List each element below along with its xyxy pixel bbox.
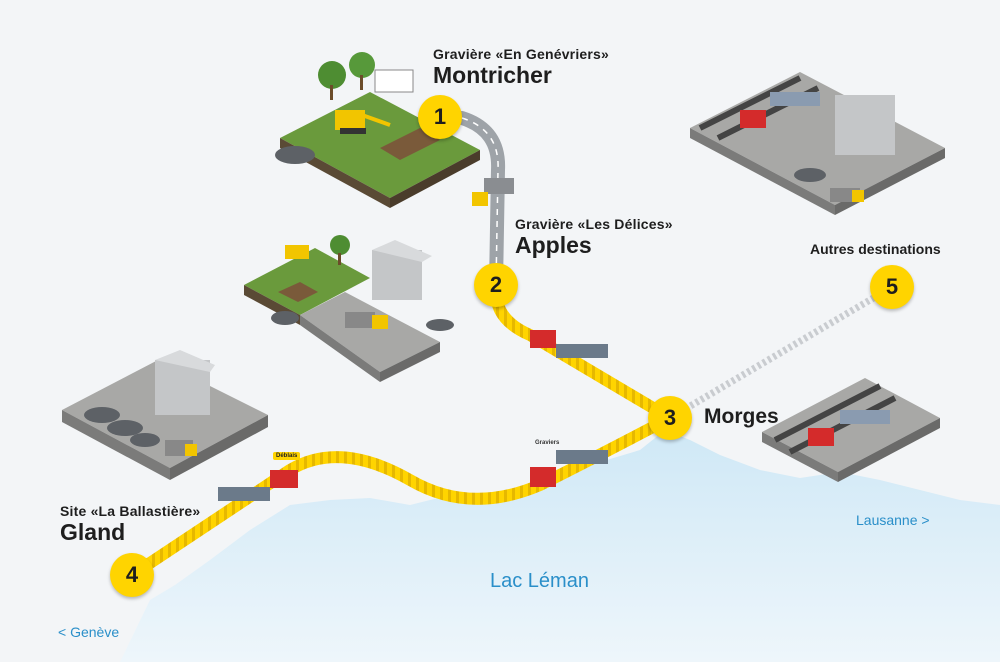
- cargo-tag-deblais: Déblais: [273, 452, 301, 460]
- route-morges-other: [668, 283, 894, 422]
- train-deblais: [218, 470, 298, 501]
- lake-leman: [120, 430, 1000, 662]
- terminal-top-right: [690, 72, 945, 215]
- truck-on-road: [472, 178, 514, 206]
- station-name: Montricher: [433, 62, 552, 88]
- lake-label: Lac Léman: [490, 570, 589, 592]
- station-name: Gland: [60, 519, 126, 545]
- station-badge-3[interactable]: 3: [648, 396, 692, 440]
- station-badge-4[interactable]: 4: [110, 553, 154, 597]
- direction-lausanne-link[interactable]: Lausanne >: [856, 512, 930, 528]
- station-label-morges: Morges: [704, 405, 779, 428]
- montricher-quarry: [275, 52, 480, 208]
- station-label-gland: Site «La Ballastière» Gland: [60, 503, 200, 545]
- station-subtitle: Gravière «En Genévriers»: [433, 46, 610, 62]
- station-label-apples: Gravière «Les Délices» Apples: [515, 216, 673, 258]
- gland-site: [62, 350, 268, 480]
- station-subtitle: Gravière «Les Délices»: [515, 216, 673, 232]
- cargo-tag-graviers: Graviers: [535, 440, 560, 446]
- station-badge-2[interactable]: 2: [474, 263, 518, 307]
- train-apples-morges: [530, 330, 608, 358]
- station-badge-5[interactable]: 5: [870, 265, 914, 309]
- station-badge-1[interactable]: 1: [418, 95, 462, 139]
- station-subtitle: Site «La Ballastière»: [60, 503, 201, 519]
- train-graviers: [530, 450, 608, 487]
- direction-geneve-link[interactable]: < Genève: [58, 624, 120, 640]
- station-label-montricher: Gravière «En Genévriers» Montricher: [433, 46, 609, 88]
- station-name: Apples: [515, 232, 592, 258]
- station-label-other: Autres destinations: [810, 241, 941, 257]
- terminal-bottom-right: [762, 378, 940, 482]
- apples-quarry: [244, 235, 454, 382]
